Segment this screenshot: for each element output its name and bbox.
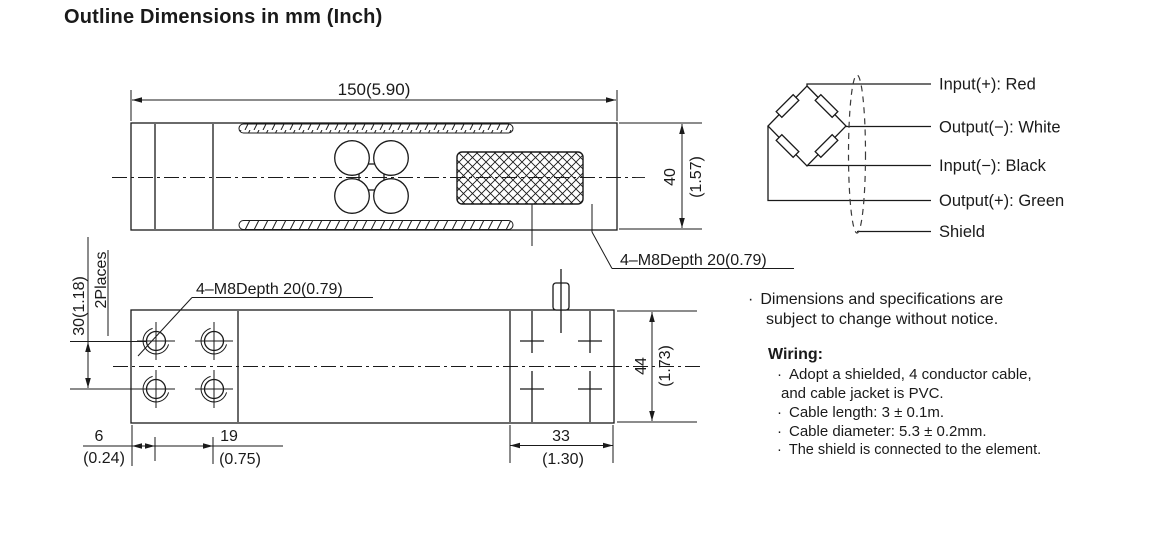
arrowhead	[203, 443, 213, 449]
arrowhead	[603, 442, 613, 449]
wiring-note-3: · Cable diameter: 5.3 ± 0.2mm.	[777, 423, 986, 440]
wiring-note-4: · The shield is connected to the element…	[777, 442, 1041, 458]
wiring-note-text: Cable diameter: 5.3 ± 0.2mm.	[789, 423, 987, 440]
thread-arc	[200, 375, 228, 403]
wire-output-positive	[767, 126, 931, 202]
wiring-note-text: The shield is connected to the element.	[788, 442, 1042, 458]
cable-gland	[552, 269, 570, 333]
clover-cutout-hole	[334, 140, 370, 176]
bullet: ·	[777, 366, 782, 383]
arrowhead	[679, 124, 685, 134]
dim-33: 33 (1.30)	[509, 425, 614, 468]
bottom-view: 4–M8Depth 20(0.79) 30(1.18) 2Places	[70, 237, 700, 468]
dim-30: 30(1.18) 2Places	[70, 237, 148, 390]
leader-line	[591, 231, 613, 269]
thread-arc	[142, 327, 170, 355]
strain-gauge	[775, 133, 800, 159]
dim-150: 150(5.90)	[130, 80, 618, 121]
wiring-note-text: Cable length: 3 ± 0.1m.	[789, 404, 944, 421]
disclaimer-line-2: subject to change without notice.	[766, 311, 998, 329]
arrowhead	[606, 97, 616, 103]
thread-label: 4–M8Depth 20(0.79)	[196, 281, 343, 298]
bottom-gap-slot	[238, 220, 514, 230]
strain-gauge	[814, 133, 839, 159]
dim-label: (0.24)	[83, 450, 125, 467]
wire-label: Input(−): Black	[939, 157, 1047, 175]
dim-label: 40	[662, 168, 679, 186]
dim-40: 40 (1.57)	[619, 122, 705, 230]
disclaimer-line-1: · Dimensions and specifications are	[748, 291, 1003, 309]
wire-label: Input(+): Red	[939, 76, 1036, 94]
thread-label: 4–M8Depth 20(0.79)	[620, 252, 767, 269]
dim-label: 33	[552, 428, 570, 445]
dim-6-19: 6 (0.24) 19 (0.75)	[83, 425, 283, 468]
arrowhead	[132, 443, 142, 449]
dim-label: 30(1.18)	[71, 276, 88, 336]
arrowhead	[510, 442, 520, 449]
wiring-note-text: and cable jacket is PVC.	[781, 385, 944, 402]
wire-label: Output(+): Green	[939, 192, 1064, 210]
end-block-holes	[520, 311, 602, 422]
thread-arc	[200, 327, 228, 355]
wiring-diagram: Input(+): Red Output(−): White Input(−):…	[767, 74, 1064, 241]
dim-label: 150(5.90)	[338, 80, 411, 99]
wiring-note-1: · Adopt a shielded, 4 conductor cable,	[777, 366, 1032, 383]
dim-label: 2Places	[93, 252, 110, 309]
wire-label: Shield	[939, 223, 985, 241]
bullet: ·	[777, 404, 782, 421]
threaded-holes	[137, 322, 233, 408]
top-gap-slot	[238, 123, 514, 134]
arrowhead	[649, 411, 655, 421]
arrowhead	[132, 97, 142, 103]
thread-callout-bottom: 4–M8Depth 20(0.79)	[137, 281, 373, 357]
dim-label: 44	[633, 357, 650, 375]
shield-ellipse	[847, 74, 867, 234]
bullet: ·	[748, 291, 754, 308]
dim-44: 44 (1.73)	[617, 310, 697, 423]
leader-line	[137, 297, 193, 357]
arrowhead	[145, 443, 155, 449]
bullet: ·	[777, 423, 782, 440]
bridge-diamond	[767, 85, 847, 167]
clover-cutout-hole	[373, 178, 409, 214]
clover-cutout-hole	[373, 140, 409, 176]
strain-gauge	[814, 93, 839, 119]
dim-label: (1.73)	[657, 345, 674, 387]
clover-cutout-hole	[334, 178, 370, 214]
bullet: ·	[777, 442, 782, 458]
arrowhead	[85, 378, 91, 388]
dim-label: (1.57)	[688, 156, 705, 198]
dim-label: (0.75)	[219, 451, 261, 468]
wire-label: Output(−): White	[939, 119, 1061, 137]
strain-gauge	[775, 93, 800, 119]
arrowhead	[649, 312, 655, 322]
dim-label: (1.30)	[542, 451, 584, 468]
wire-input-positive	[806, 83, 931, 86]
arrowhead	[85, 342, 91, 352]
top-view: 150(5.90) 40 (1.57) 4–M8Depth 20(0.79)	[112, 80, 794, 269]
dim-label: 19	[220, 428, 238, 445]
thread-arc	[142, 375, 170, 403]
arrowhead	[679, 218, 685, 228]
disclaimer-text: subject to change without notice.	[766, 311, 999, 328]
disclaimer-text: Dimensions and specifications are	[760, 291, 1004, 308]
page-title: Outline Dimensions in mm (Inch)	[64, 6, 383, 28]
wiring-note-2: · Cable length: 3 ± 0.1m.	[777, 404, 944, 421]
wiring-heading: Wiring:	[768, 346, 823, 363]
wiring-note-1b: and cable jacket is PVC.	[781, 385, 944, 402]
wiring-note-text: Adopt a shielded, 4 conductor cable,	[789, 366, 1032, 383]
sealing-boot	[456, 151, 584, 205]
dim-label: 6	[95, 428, 104, 445]
thread-callout-top: 4–M8Depth 20(0.79)	[531, 204, 794, 269]
